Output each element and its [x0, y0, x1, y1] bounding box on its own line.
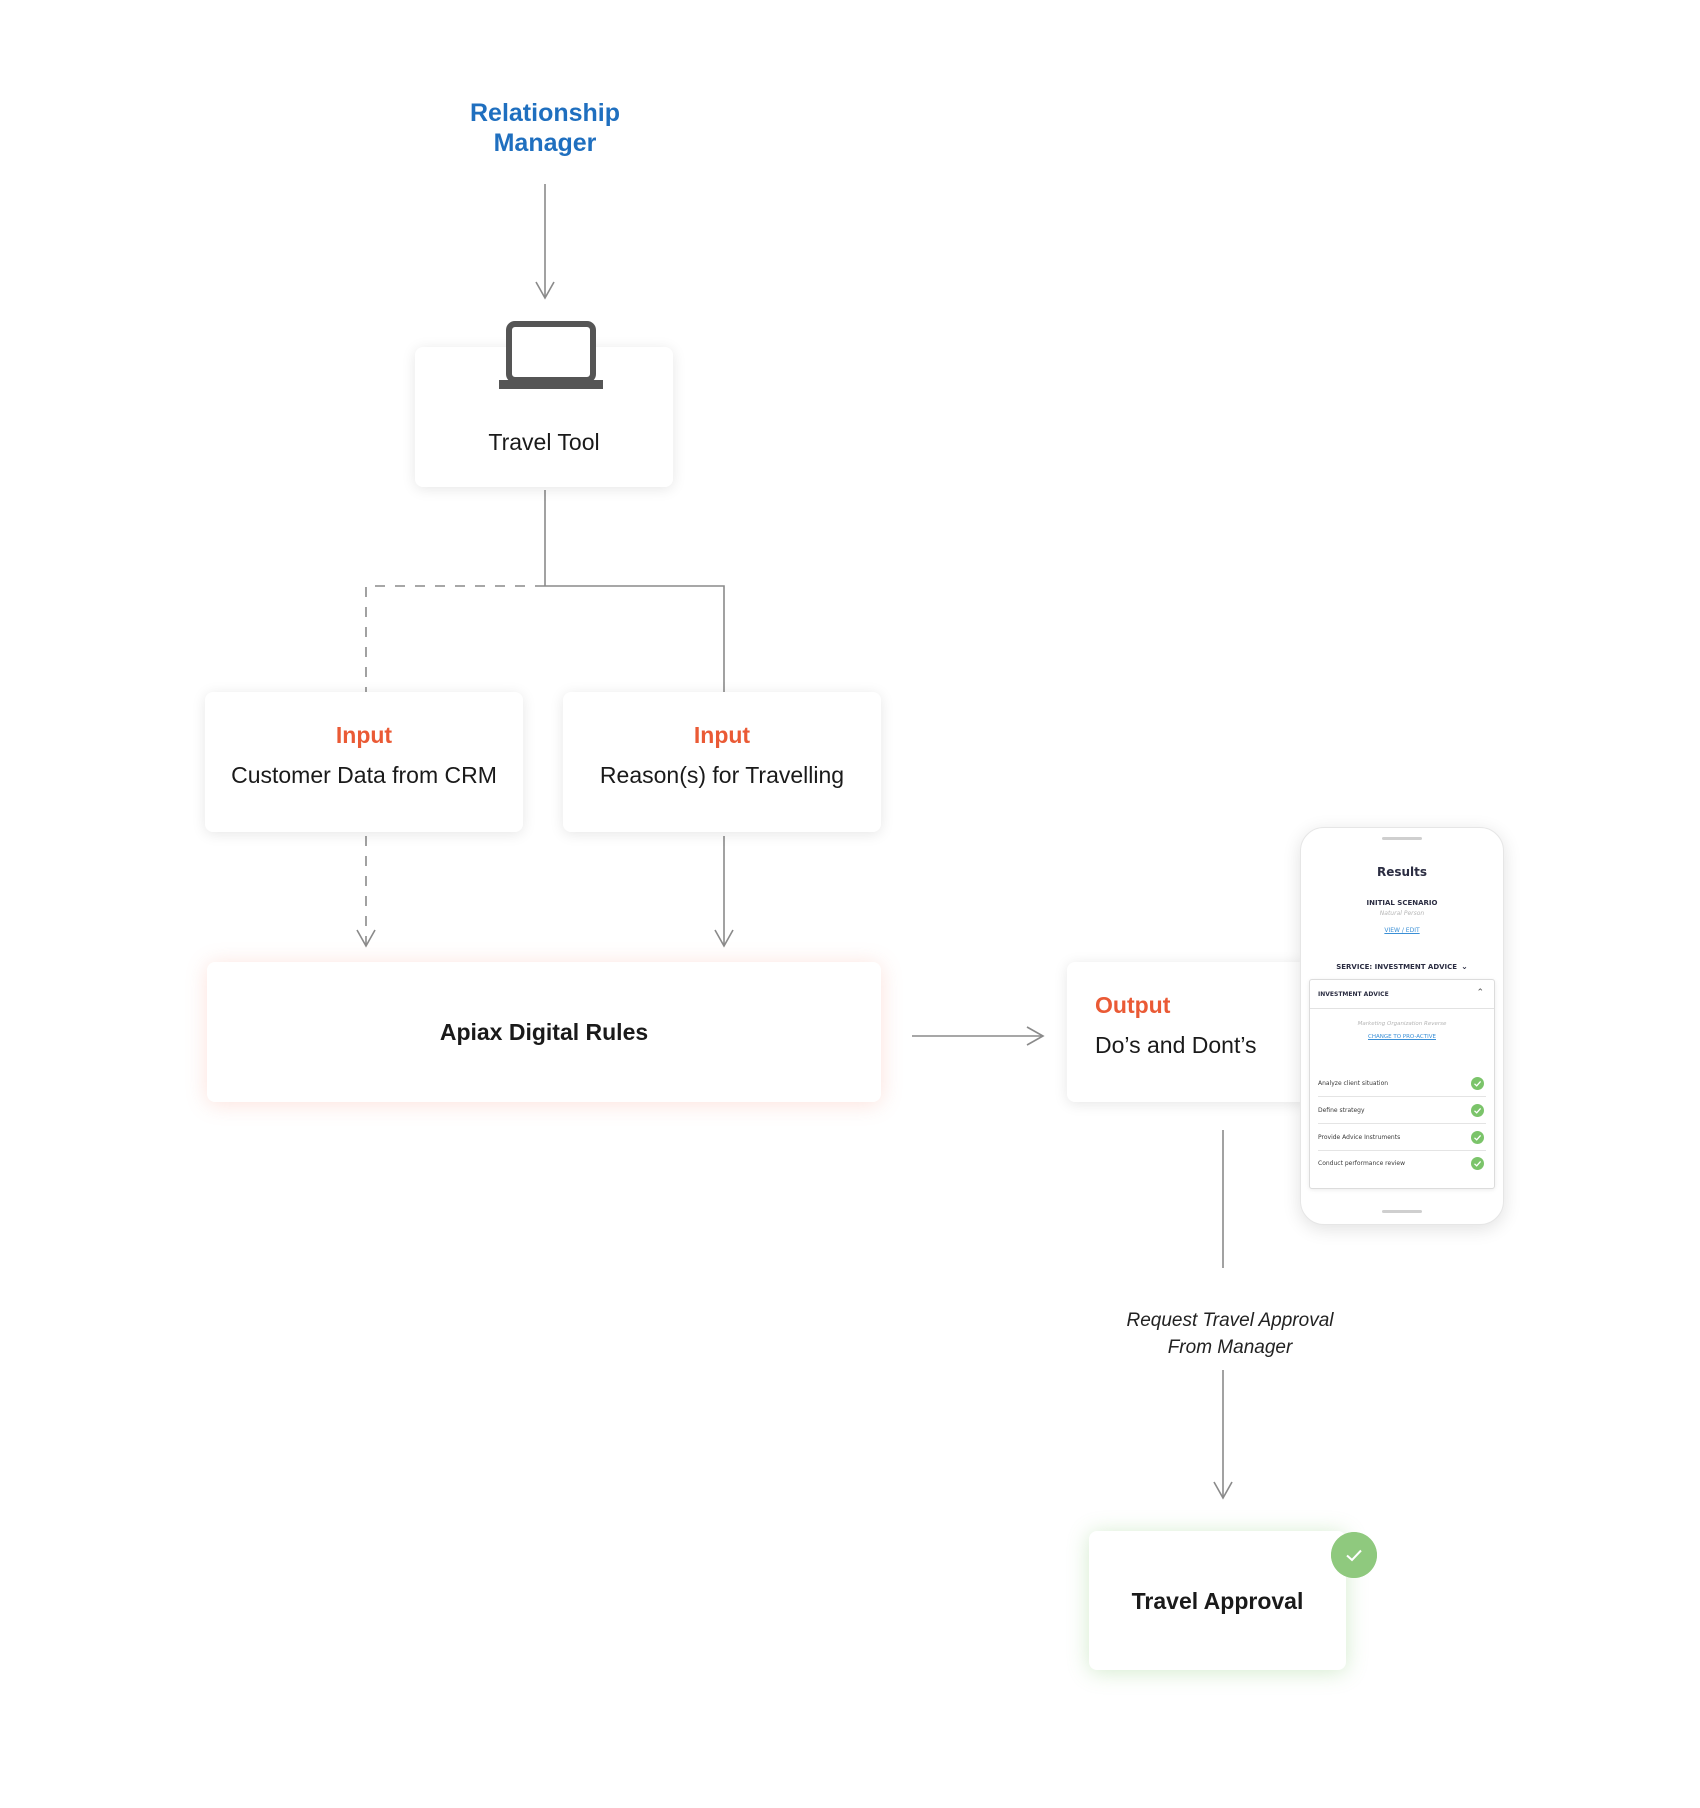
laptop-icon [499, 321, 603, 389]
arrow-rules-to-output [1026, 1026, 1045, 1046]
check-icon [1471, 1131, 1484, 1144]
phone-notch [1382, 837, 1422, 840]
arrow-to-approval [1213, 1481, 1233, 1500]
phone-view-edit-link[interactable]: VIEW / EDIT [1384, 927, 1420, 934]
input-tag: Input [335, 722, 393, 748]
travel-tool-label: Travel Tool [488, 429, 600, 455]
check-icon [1331, 1532, 1377, 1578]
phone-reserve-label: Marketing Organization Reverse [1357, 1021, 1447, 1027]
phone-service-select[interactable]: SERVICE: INVESTMENT ADVICE⌄ [1301, 962, 1503, 971]
phone-scenario-label: INITIAL SCENARIO [1366, 899, 1438, 907]
check-icon [1471, 1077, 1484, 1090]
phone-panel-divider [1310, 1008, 1494, 1009]
phone-change-link[interactable]: CHANGE TO PRO-ACTIVE [1368, 1034, 1436, 1040]
phone-mockup: Results INITIAL SCENARIO Natural Person … [1300, 827, 1504, 1225]
list-item: Provide Advice Instruments [1318, 1128, 1486, 1151]
phone-results-title: Results [1376, 865, 1428, 879]
chevron-up-icon[interactable]: ⌃ [1476, 988, 1484, 998]
connector-to-reason-input [545, 585, 725, 696]
step-label: Provide Advice Instruments [1318, 1134, 1401, 1141]
travel-tool-card[interactable]: Travel Tool [415, 321, 673, 487]
step-label: Conduct performance review [1318, 1160, 1406, 1167]
check-icon [1471, 1104, 1484, 1117]
phone-advice-panel: INVESTMENT ADVICE ⌃ Marketing Organizati… [1309, 979, 1495, 1189]
connector-to-crm-input [365, 585, 545, 696]
list-item: Define strategy [1318, 1101, 1486, 1124]
input-tag: Input [693, 722, 751, 748]
check-icon [1471, 1157, 1484, 1170]
output-label: Do’s and Dont’s [1095, 1032, 1257, 1058]
input-label-reason: Reason(s) for Travelling [599, 762, 845, 788]
input-card-crm[interactable]: Input Customer Data from CRM [205, 692, 523, 832]
phone-service-label: SERVICE: INVESTMENT ADVICE [1336, 963, 1458, 971]
list-item: Analyze client situation [1318, 1074, 1486, 1097]
arrow-rm-to-tool [535, 281, 555, 300]
digital-rules-card[interactable]: Apiax Digital Rules [207, 962, 881, 1102]
request-line-1: Request Travel Approval [1126, 1310, 1334, 1331]
relationship-manager-title: Relationship Manager [469, 99, 620, 157]
list-item: Conduct performance review [1318, 1154, 1486, 1176]
arrow-crm-to-rules [356, 929, 376, 948]
output-tag: Output [1095, 992, 1171, 1018]
travel-approval-label: Travel Approval [1131, 1588, 1304, 1614]
phone-person-label: Natural Person [1379, 910, 1425, 917]
digital-rules-label: Apiax Digital Rules [439, 1019, 649, 1045]
travel-approval-card[interactable]: Travel Approval [1089, 1531, 1346, 1670]
phone-home-bar [1382, 1210, 1422, 1213]
input-card-reason[interactable]: Input Reason(s) for Travelling [563, 692, 881, 832]
phone-panel-heading: INVESTMENT ADVICE [1318, 991, 1389, 998]
arrow-reason-to-rules [714, 929, 734, 948]
chevron-down-icon: ⌄ [1461, 962, 1468, 971]
step-label: Analyze client situation [1318, 1080, 1389, 1087]
step-label: Define strategy [1318, 1107, 1365, 1114]
output-card[interactable]: Output Do’s and Dont’s [1067, 962, 1307, 1102]
request-approval-label: Request Travel Approval From Manager [1090, 1307, 1370, 1361]
request-line-2: From Manager [1167, 1337, 1293, 1358]
input-label-crm: Customer Data from CRM [231, 762, 497, 788]
